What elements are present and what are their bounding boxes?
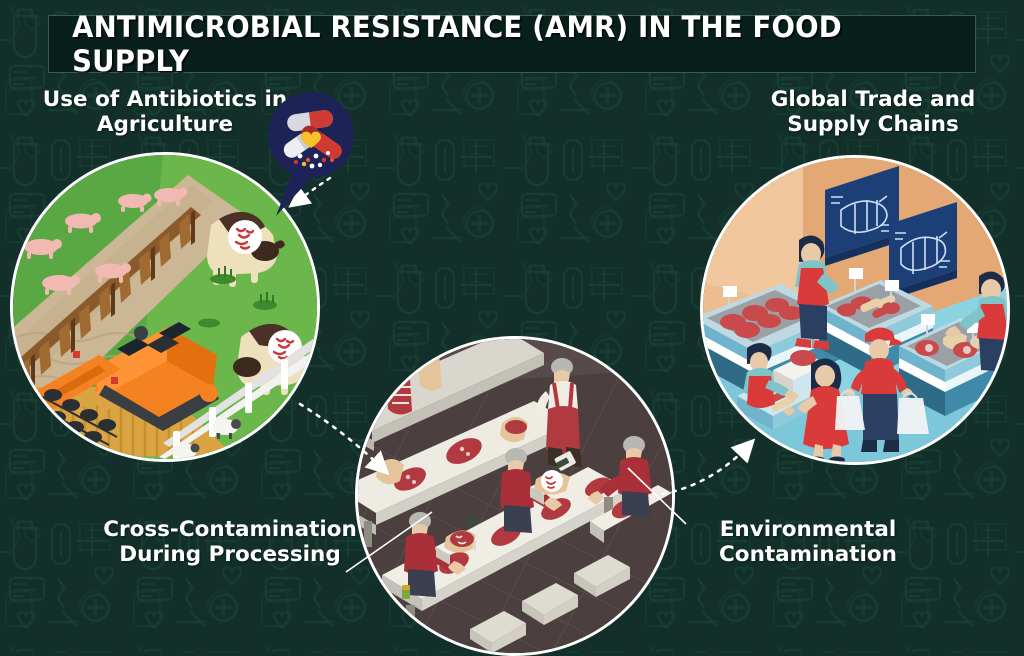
page-title: ANTIMICROBIAL RESISTANCE (AMR) IN THE FO…	[72, 10, 842, 78]
scene-trade[interactable]	[700, 155, 1010, 465]
worker-middle	[500, 448, 562, 533]
label-use-of-antibiotics: Use of Antibiotics in Agriculture	[42, 87, 288, 137]
label-global-trade: Global Trade and Supply Chains	[770, 87, 976, 137]
staff-front	[743, 343, 799, 408]
combine-harvester	[23, 322, 219, 446]
worker-supervisor	[536, 358, 582, 467]
title-banner: ANTIMICROBIAL RESISTANCE (AMR) IN THE FO…	[48, 10, 976, 78]
antibiotics-pill-bubble[interactable]	[268, 92, 354, 216]
staff-left	[795, 235, 839, 350]
leader-line-cross-contamination	[345, 511, 433, 573]
customer-man	[835, 327, 929, 452]
dashed-arrow-bubble-to-cow	[288, 176, 332, 208]
cow-1	[207, 211, 285, 287]
worker-left	[404, 512, 466, 597]
scene-agriculture[interactable]	[10, 152, 320, 462]
worker-right	[588, 436, 652, 517]
staff-right	[945, 271, 1007, 372]
crates	[470, 555, 630, 653]
butcher-chart-pig	[825, 166, 899, 266]
dashed-arrow-farm-to-processing	[298, 402, 390, 476]
label-cross-contamination: Cross-Contamination During Processing	[103, 517, 357, 567]
leader-line-environmental	[627, 467, 687, 525]
label-environmental: Environmental Contamination	[719, 517, 897, 567]
dashed-arrow-processing-to-trade	[661, 438, 756, 496]
scene-processing[interactable]	[355, 336, 675, 656]
